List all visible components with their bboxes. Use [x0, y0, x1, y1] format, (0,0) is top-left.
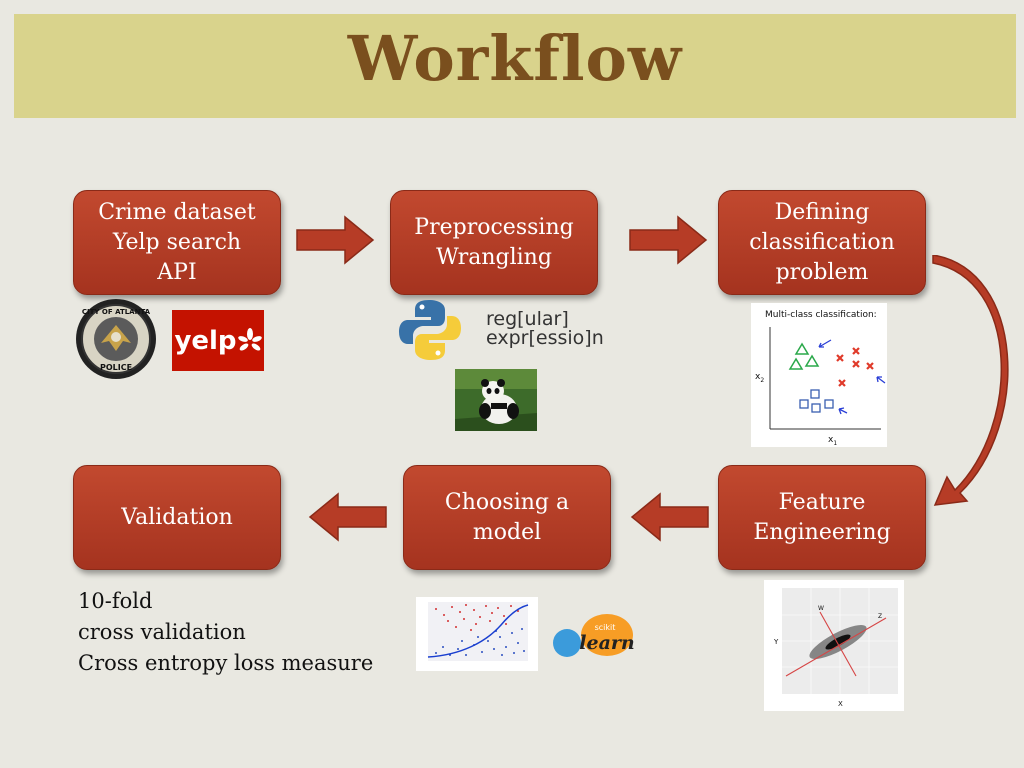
step-defining-problem: Defining classification problem [718, 190, 926, 295]
title-banner: Workflow [14, 14, 1016, 118]
badge-bottom-text: POLICE [100, 363, 132, 372]
sklearn-small-text: scikit [595, 623, 616, 632]
arrow-curved-down [932, 255, 1009, 506]
step-data-source: Crime dataset Yelp search API [73, 190, 281, 295]
arrow-right-1 [296, 215, 375, 265]
arrow-right-2 [629, 215, 708, 265]
yelp-logo: yelp [172, 310, 264, 371]
badge-top-text: CITY OF ATLANTA [82, 308, 151, 316]
logistic-plot [416, 597, 538, 671]
scikit-learn-logo-icon: scikit learn [553, 614, 635, 657]
regex-logo: reg[ular] expr[essio]n [486, 310, 604, 348]
python-logo-icon [399, 300, 461, 360]
pca-y-label: Y [773, 638, 779, 646]
note-line-1: 10-fold [78, 589, 153, 613]
yelp-text: yelp [174, 325, 237, 356]
regex-line-2: expr[essio]n [486, 327, 604, 349]
pca-x-label: X [838, 700, 843, 708]
arrow-left-2 [308, 492, 387, 542]
step-preprocessing: Preprocessing Wrangling [390, 190, 598, 295]
step-feature-engineering: Feature Engineering [718, 465, 926, 570]
axis-x2-label: x2 [755, 372, 764, 384]
arrow-left-1 [630, 492, 709, 542]
page-title: Workflow [347, 22, 683, 95]
classification-figure: Multi-class classification: x2 x1 [751, 303, 887, 447]
note-line-3: Cross entropy loss measure [78, 651, 374, 675]
step-choosing-model: Choosing a model [403, 465, 611, 570]
step-validation: Validation [73, 465, 281, 570]
regex-line-1: reg[ular] [486, 308, 569, 330]
figure-title: Multi-class classification: [765, 310, 877, 320]
atlanta-police-badge-icon: CITY OF ATLANTA POLICE [76, 299, 156, 379]
pca-figure: Y X W Z [764, 580, 904, 711]
pca-z-label: Z [878, 613, 882, 620]
sklearn-big-text: learn [579, 632, 634, 654]
validation-notes: 10-fold cross validation Cross entropy l… [78, 586, 373, 679]
pca-w-label: W [818, 605, 824, 612]
yelp-burst-icon [237, 327, 262, 351]
note-line-2: cross validation [78, 620, 246, 644]
axis-x1-label: x1 [828, 435, 837, 447]
panda-photo [455, 369, 537, 431]
